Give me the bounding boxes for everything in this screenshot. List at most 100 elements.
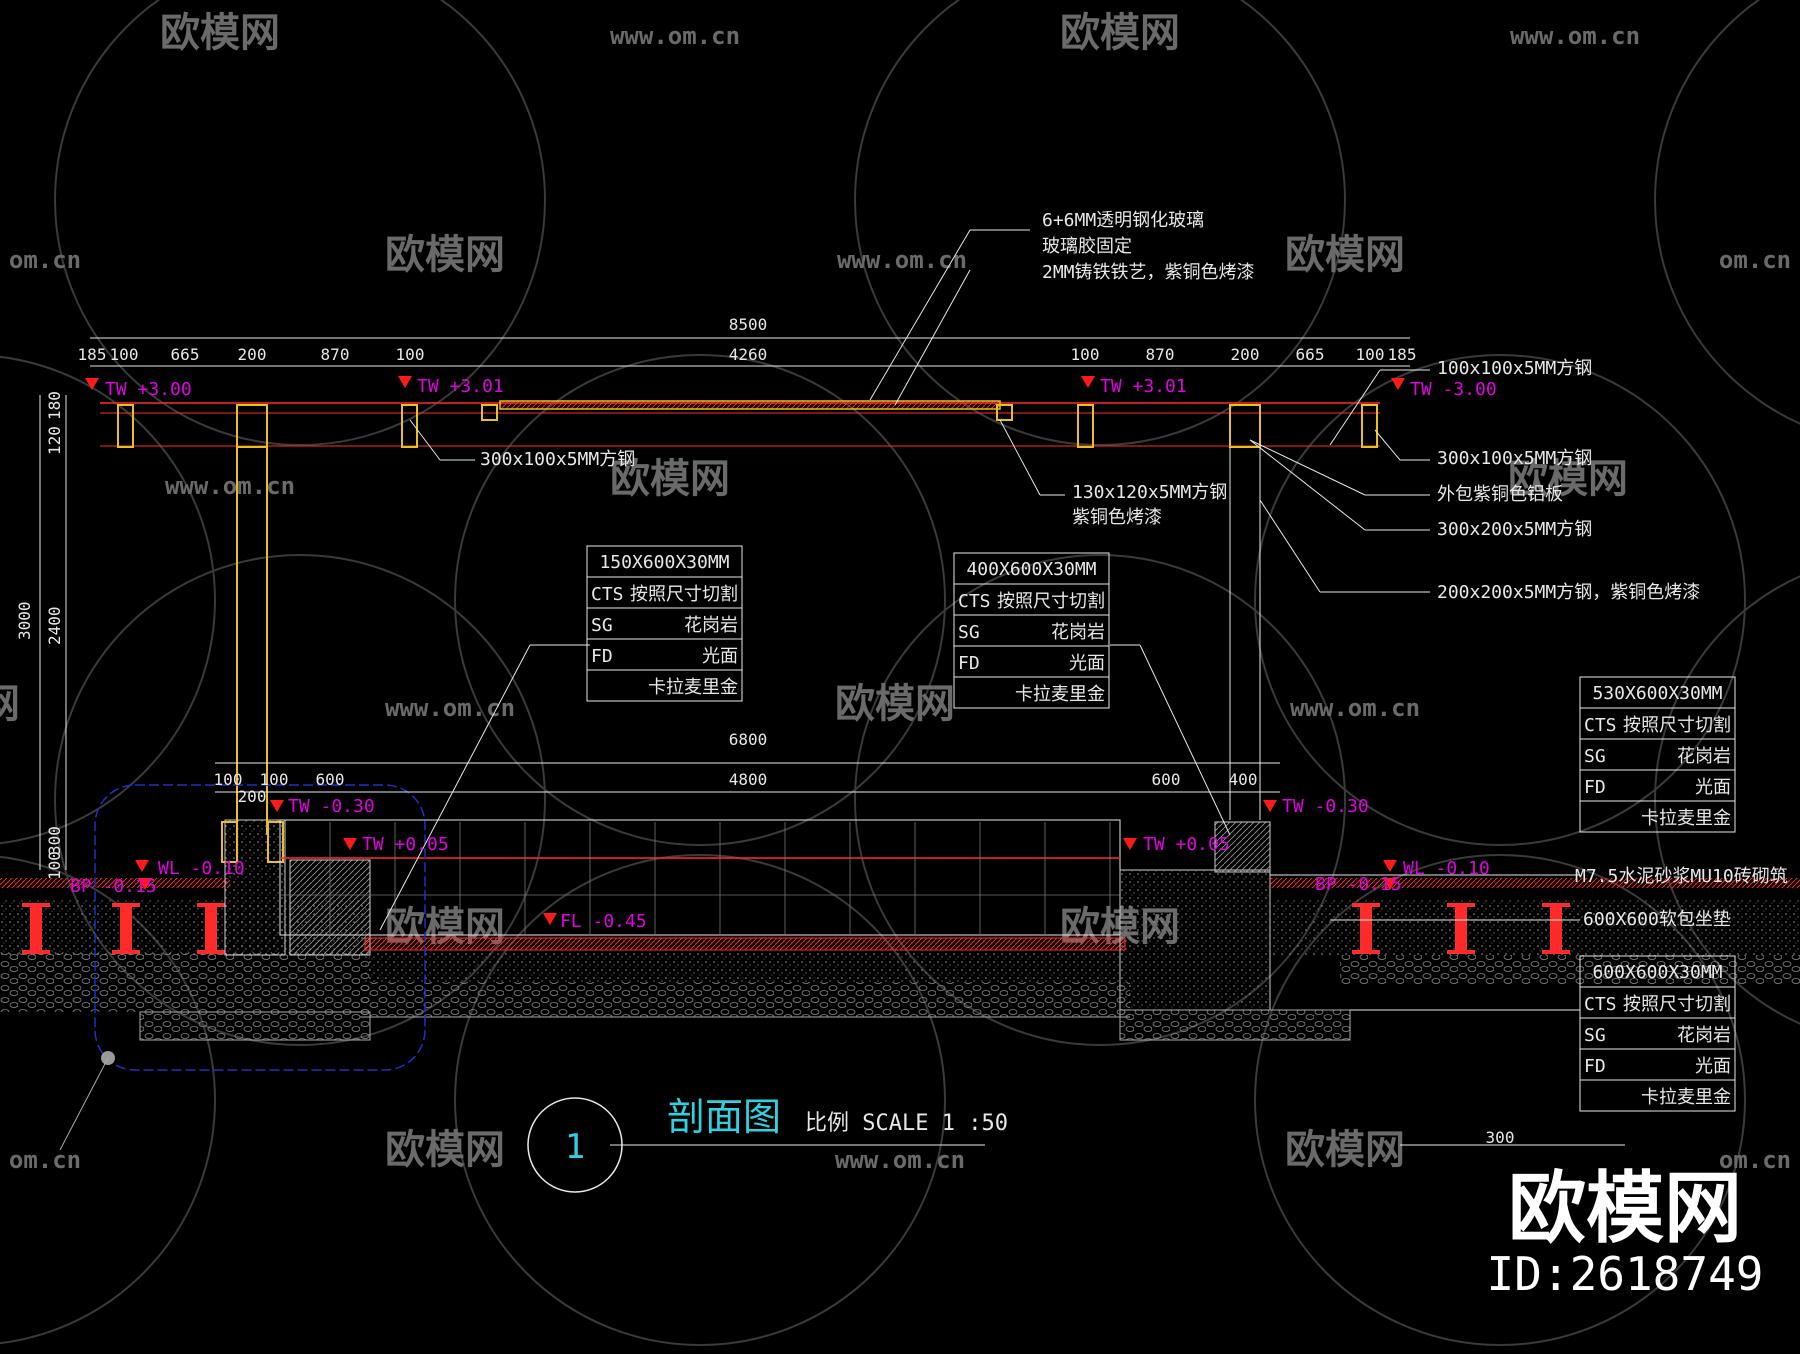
level-marker xyxy=(1383,878,1397,890)
dim-pool-5: 400 xyxy=(1229,770,1258,789)
table-border xyxy=(953,552,1110,709)
watermark-circle xyxy=(1254,354,1746,846)
table-key: SG xyxy=(1584,1025,1606,1046)
callout-glass-2: 玻璃胶固定 xyxy=(1042,236,1132,257)
watermark-brand: 欧模网 xyxy=(1060,10,1180,56)
dim-pool-total: 6800 xyxy=(729,730,768,749)
level-bp-left: BP -0.15 xyxy=(70,876,157,897)
table-key: FD xyxy=(1584,1056,1606,1077)
level-tw-left: TW +3.00 xyxy=(105,379,192,400)
dim-left-300: 300 xyxy=(45,826,64,855)
level-marker xyxy=(1263,800,1277,812)
dim-top-3: 200 xyxy=(238,345,267,364)
level-tw-pool-right: TW -0.30 xyxy=(1282,796,1369,817)
level-tw-mid-right: TW +3.01 xyxy=(1100,376,1187,397)
table-value: 卡拉麦里金 xyxy=(1015,684,1105,705)
callout-steel-130x120-1: 130x120x5MM方钢 xyxy=(1072,482,1227,503)
table-border xyxy=(1579,676,1736,833)
dim-top-11: 100 xyxy=(1356,345,1385,364)
watermark-brand: 欧模网 xyxy=(160,10,280,56)
level-marker xyxy=(1123,838,1137,850)
table-title: 400X600X30MM xyxy=(966,559,1096,580)
watermark-url-short: om.cn xyxy=(1719,1146,1791,1174)
watermark-brand: 欧模网 xyxy=(835,681,955,727)
callout-text: 6+6MM透明钢化玻璃 玻璃胶固定 2MM铸铁铁艺，紫铜色烤漆 300x100x… xyxy=(480,210,1788,930)
dim-left-100: 100 xyxy=(45,851,64,880)
watermark-circle xyxy=(54,554,546,1046)
dim-top-5: 100 xyxy=(396,345,425,364)
title-block: 1 剖面图 比例 SCALE 1 :50 xyxy=(565,1095,1008,1167)
watermark-circle xyxy=(854,554,1346,1046)
level-tw-pool-inner-right: TW +0.05 xyxy=(1143,834,1230,855)
level-tw-mid-left: TW +3.01 xyxy=(417,376,504,397)
table-title: 150X600X30MM xyxy=(599,552,729,573)
watermark-circle xyxy=(454,354,946,846)
title-main: 剖面图 xyxy=(667,1095,781,1139)
watermark-circle xyxy=(1254,854,1746,1346)
dim-top-9: 200 xyxy=(1231,345,1260,364)
watermark-url: www.om.cn xyxy=(610,22,740,50)
title-number: 1 xyxy=(565,1127,585,1167)
watermark-url-short: om.cn xyxy=(9,1146,81,1174)
dimension-lines xyxy=(39,229,1625,1146)
level-marker xyxy=(398,376,412,388)
table-value: 按照尺寸切割 xyxy=(997,591,1105,612)
dim-top-2: 665 xyxy=(171,345,200,364)
watermark-brand: 欧模网 xyxy=(385,1127,505,1173)
table-value: 按照尺寸切割 xyxy=(630,584,738,605)
table-key: SG xyxy=(1584,746,1606,767)
dim-top-0: 185 xyxy=(78,345,107,364)
level-marker xyxy=(543,913,557,925)
callout-copper-plate: 外包紫铜色铝板 xyxy=(1437,484,1563,505)
dim-left-180: 180 xyxy=(45,391,64,420)
table-key: SG xyxy=(958,622,980,643)
table-key: CTS xyxy=(958,591,991,612)
dim-top-6: 4260 xyxy=(729,345,768,364)
dim-pool-3: 4800 xyxy=(729,770,768,789)
watermark-brand: 欧模网 xyxy=(0,681,20,727)
table-title: 530X600X30MM xyxy=(1592,683,1722,704)
callout-steel-300x100-left: 300x100x5MM方钢 xyxy=(480,449,635,470)
dim-pool-2: 600 xyxy=(316,770,345,789)
table-value: 光面 xyxy=(1069,653,1105,674)
table-value: 光面 xyxy=(1695,777,1731,798)
dim-pool-sub: 200 xyxy=(238,787,267,806)
table-value: 花岗岩 xyxy=(1677,1025,1731,1046)
callout-steel-300x200: 300x200x5MM方钢 xyxy=(1437,519,1592,540)
dim-top-12: 185 xyxy=(1388,345,1417,364)
callout-steel-130x120-2: 紫铜色烤漆 xyxy=(1072,507,1162,528)
level-text: TW +3.00 TW +3.01 TW +3.01 TW -3.00 TW -… xyxy=(70,376,1497,932)
callout-mortar: M7.5水泥砂浆MU10砖砌筑 xyxy=(1575,866,1788,887)
dim-top-8: 870 xyxy=(1146,345,1175,364)
table-value: 按照尺寸切割 xyxy=(1623,994,1731,1015)
table-border xyxy=(1579,955,1736,1112)
level-fl: FL -0.45 xyxy=(560,911,647,932)
watermark-circle xyxy=(1654,575,1800,1025)
level-wl-left: WL -0.10 xyxy=(158,858,245,879)
watermark-circle xyxy=(454,854,946,1346)
dim-pool-1: 100 xyxy=(260,770,289,789)
level-bp-right: BP -0.15 xyxy=(1315,874,1402,895)
dim-top-1: 100 xyxy=(110,345,139,364)
table-value: 按照尺寸切割 xyxy=(1623,715,1731,736)
corner-id: ID:2618749 xyxy=(1487,1247,1764,1301)
callout-glass-1: 6+6MM透明钢化玻璃 xyxy=(1042,210,1204,231)
pool-section xyxy=(0,784,1800,1151)
level-marker xyxy=(135,860,149,872)
table-value: 卡拉麦里金 xyxy=(1641,1087,1731,1108)
watermark-url: www.om.cn xyxy=(1510,22,1640,50)
level-marker xyxy=(138,878,152,890)
dim-top-4: 870 xyxy=(321,345,350,364)
level-tw-right: TW -3.00 xyxy=(1410,379,1497,400)
watermark-url: www.om.cn xyxy=(165,472,295,500)
table-key: SG xyxy=(591,615,613,636)
dim-left-3000: 3000 xyxy=(15,601,34,640)
table-key: FD xyxy=(1584,777,1606,798)
dim-total-top: 8500 xyxy=(729,315,768,334)
corner-watermark: 欧模网 ID:2618749 xyxy=(1487,1164,1764,1301)
watermark-brand: 欧模网 xyxy=(1508,456,1628,502)
